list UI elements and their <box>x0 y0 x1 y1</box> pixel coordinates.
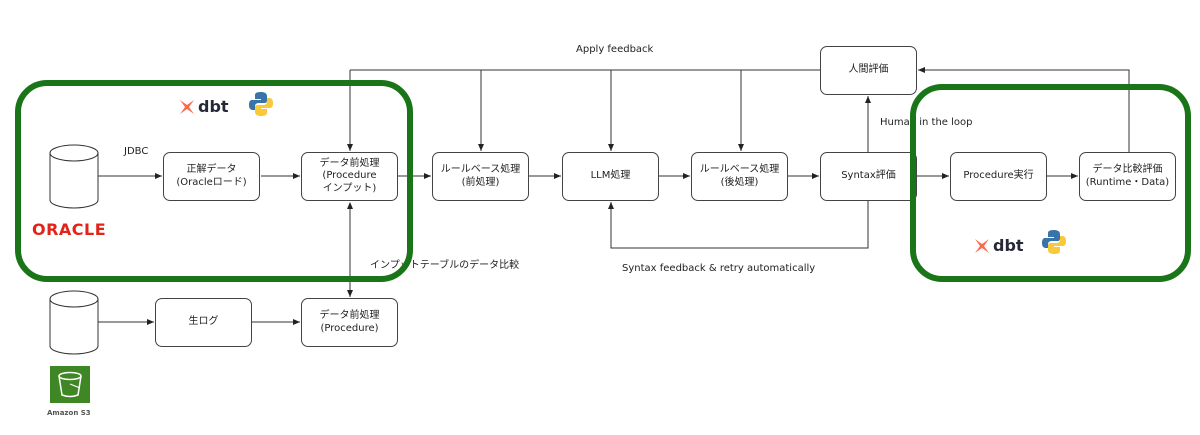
node-procedure-exec[interactable]: Procedure実行 <box>950 152 1047 201</box>
s3-bucket-icon <box>50 366 90 403</box>
python-logo-icon <box>1042 230 1066 254</box>
dbt-icon <box>180 99 194 114</box>
label-human-in-the-loop: Human in the loop <box>880 117 973 128</box>
node-raw-log[interactable]: 生ログ <box>155 298 252 347</box>
node-syntax-eval[interactable]: Syntax評価 <box>820 152 917 201</box>
edge-syntax-feedback <box>608 201 869 249</box>
group-oracle-stage <box>15 80 413 282</box>
node-preproc-input[interactable]: データ前処理 (Procedure インプット) <box>301 152 398 201</box>
amazon-s3-logo: Amazon S3 <box>47 366 91 417</box>
python-logo-icon <box>249 92 273 116</box>
oracle-logo: ORACLE <box>32 220 107 239</box>
oracle-database-icon <box>49 144 99 209</box>
node-seikai-data[interactable]: 正解データ (Oracleロード) <box>163 152 260 201</box>
label-jdbc: JDBC <box>124 146 149 157</box>
node-data-compare[interactable]: データ比較評価 (Runtime・Data) <box>1079 152 1176 201</box>
node-human-eval[interactable]: 人間評価 <box>820 46 917 95</box>
group-execution-stage <box>910 84 1191 282</box>
dbt-logo: dbt <box>973 236 1024 255</box>
node-rule-pre[interactable]: ルールベース処理 (前処理) <box>432 152 529 201</box>
dbt-icon <box>975 238 989 253</box>
s3-storage-icon <box>49 290 99 355</box>
dbt-logo: dbt <box>178 97 229 116</box>
node-rule-post[interactable]: ルールベース処理 (後処理) <box>691 152 788 201</box>
label-syntax-feedback: Syntax feedback & retry automatically <box>622 263 816 274</box>
node-llm[interactable]: LLM処理 <box>562 152 659 201</box>
label-apply-feedback: Apply feedback <box>576 44 654 55</box>
node-preproc[interactable]: データ前処理 (Procedure) <box>301 298 398 347</box>
label-input-compare: インプットテーブルのデータ比較 <box>370 260 520 271</box>
edge-compare-human <box>918 67 1130 152</box>
